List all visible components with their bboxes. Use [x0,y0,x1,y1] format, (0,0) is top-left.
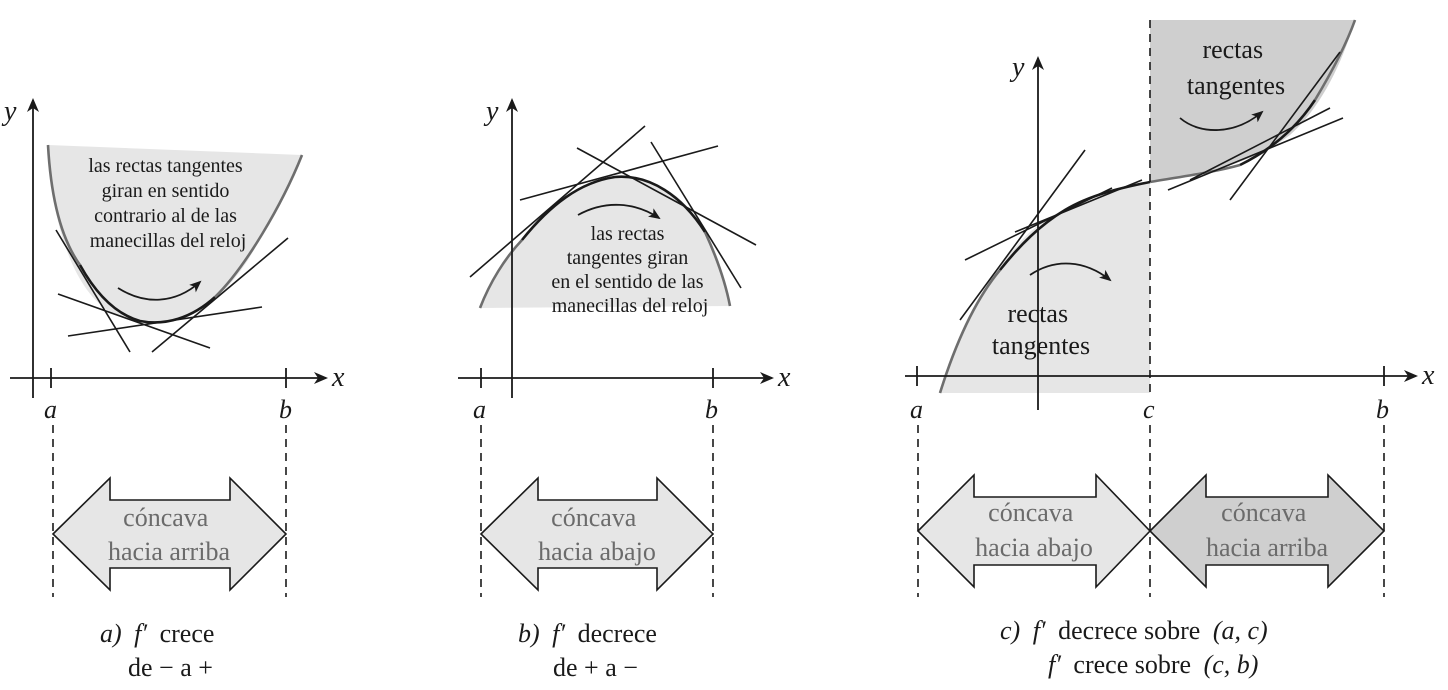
tangent-line-b3 [576,147,757,246]
rotation-arrow-b [577,203,661,220]
panel-a: y x a b las rectas tangentes giran en se… [1,96,345,682]
curve-a-right [214,154,304,298]
double-arrow-a [51,476,288,592]
panel-b: y x a b las rectas tangentes giran en el… [458,96,791,682]
curve-c-left [938,269,1001,394]
note-a: las rectas tangentes giran en sentido co… [88,155,247,252]
point-a-label-b: a [473,395,486,424]
curve-c-mid2 [1149,163,1241,184]
shaded-region-b [480,177,730,308]
arrow-text-a: cóncava hacia arriba [108,503,230,566]
arrow-text-c-left: cóncava hacia abajo [975,498,1093,562]
curve-b [520,175,707,241]
caption-c: c) f′ decrece sobre (a, c) [1000,616,1268,645]
rotation-arrow-a [117,280,202,301]
point-c-label-c: c [1143,395,1155,424]
tangent-line-a2 [57,293,211,349]
tangent-line-a1 [55,229,131,353]
shaded-region-c-left [940,182,1150,393]
shaded-region-c-right [1150,20,1355,182]
rotation-arrow-c-right [1179,110,1264,131]
point-b-label-c: b [1376,395,1389,424]
y-label-b: y [483,96,499,127]
point-a-label-a: a [44,395,57,424]
caption-c-line2: f′ crece sobre (c, b) [1048,650,1258,679]
x-label-a: x [331,362,345,393]
tangent-line-b2 [519,145,719,201]
point-b-label-b: b [705,395,718,424]
x-label-c: x [1421,360,1435,391]
double-arrow-c-left [916,473,1152,589]
tangent-line-c3 [1014,179,1143,233]
caption-b: b) f′ decrece [518,619,657,648]
caption-a-line2: de − a + [128,653,213,682]
curve-c-top [1313,19,1357,101]
curve-a [78,264,216,324]
double-arrow-b [479,476,715,592]
x-label-b: x [777,362,791,393]
tangent-line-c6 [1229,51,1341,201]
tangent-line-c4 [1167,117,1344,191]
arrow-text-b: cóncava hacia abajo [538,503,656,566]
curve-c-right [1239,99,1317,167]
panel-c: y x a c b rectas tangentes rectas tangen… [905,19,1435,679]
tangent-line-c1 [959,149,1086,321]
tangent-line-b1 [469,125,646,278]
note-c-left: rectas tangentes [992,299,1090,360]
tangent-line-a4 [151,237,289,353]
y-label-c: y [1009,52,1025,83]
tangent-line-b4 [650,141,742,289]
curve-b-right [703,231,732,307]
caption-a: a) f′ crece [100,619,214,648]
note-c-right: rectas tangentes [1187,35,1285,100]
tangent-line-c5 [1189,107,1331,181]
curve-b-left [478,239,523,309]
note-b: las rectas tangentes giran en el sentido… [551,223,708,317]
y-label-a: y [1,96,17,127]
point-b-label-a: b [279,395,292,424]
double-arrow-c-right [1148,473,1386,589]
point-a-label-c: a [910,395,923,424]
curve-a-left [46,144,82,266]
caption-b-line2: de + a − [553,653,638,682]
shaded-region-a [48,145,302,323]
arrow-text-c-right: cóncava hacia arriba [1206,498,1328,562]
